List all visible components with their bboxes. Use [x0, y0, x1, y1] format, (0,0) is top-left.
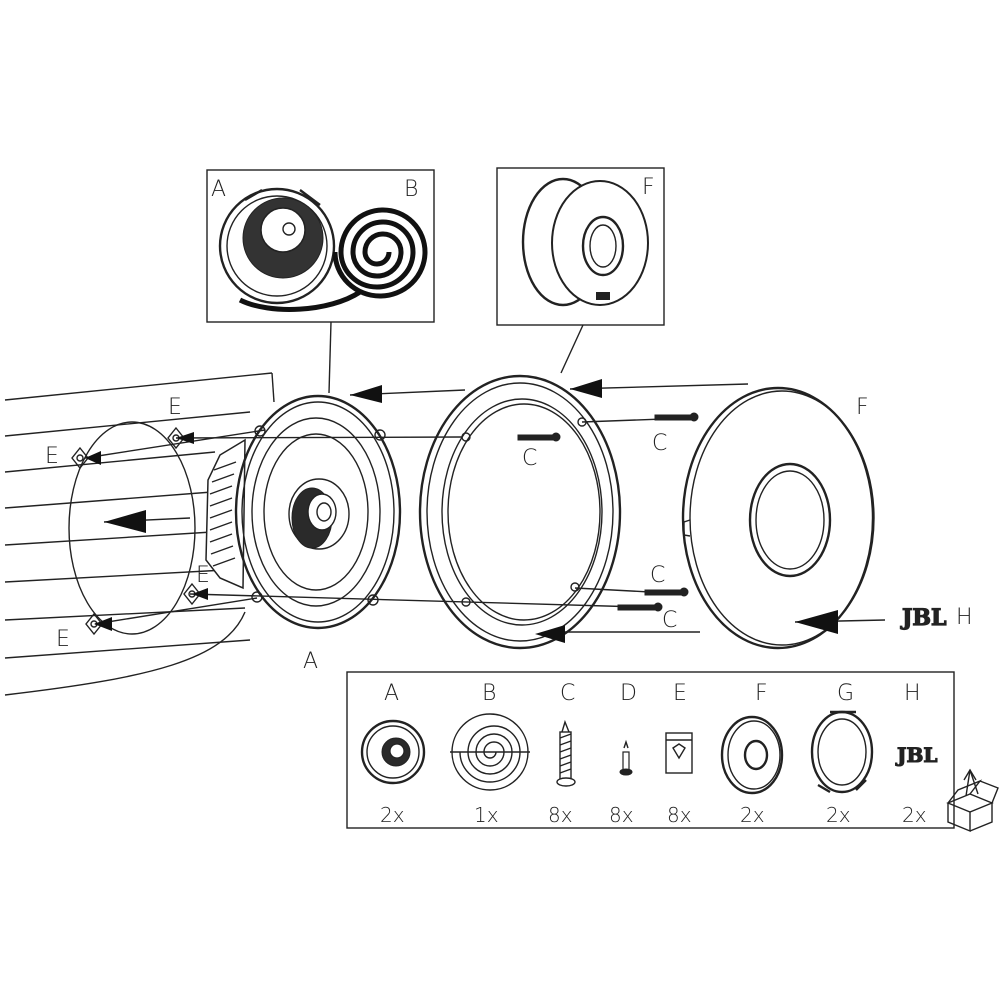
leader-line-left [328, 321, 332, 394]
part-letter-d: D [620, 681, 637, 706]
screw-c-lower-1 [644, 587, 689, 597]
part-h-badge-text: JBL [895, 743, 937, 767]
screw-c-lower-2 [617, 602, 663, 612]
detail-frame-left [206, 169, 435, 323]
part-qty-d: 8x [609, 803, 634, 827]
label-e-left: E [45, 444, 59, 469]
clip-e-bottom [85, 612, 112, 636]
door-panel-lines [4, 372, 275, 696]
part-letter-b: B [482, 681, 496, 706]
screw-c-group: C C C C [517, 412, 699, 633]
grille-cover-f: F [681, 386, 875, 650]
label-h-badge: H [956, 605, 973, 630]
label-e-top: E [168, 395, 182, 420]
part-g-adapter-ring-icon [810, 710, 874, 794]
part-letter-c: C [560, 681, 575, 706]
clip-e-top [167, 426, 194, 450]
part-letter-g: G [837, 681, 854, 706]
label-e-mid: E [196, 563, 210, 588]
part-letter-a: A [384, 681, 399, 706]
part-qty-e: 8x [667, 803, 692, 827]
mounting-adapter-ring [418, 374, 622, 650]
label-e-bottom: E [56, 627, 70, 652]
detail-callout-left: A B [206, 169, 435, 394]
detail-callout-right: F [496, 167, 665, 374]
grille-cover-detail-icon [521, 177, 649, 307]
mounting-cutout-panel [68, 421, 196, 635]
screw-c-upper-left [517, 432, 561, 442]
part-qty-g: 2x [826, 803, 851, 827]
jbl-badge-h: JBL H [899, 604, 973, 631]
label-c-lower-2: C [662, 608, 677, 633]
assembly-guides [84, 379, 886, 643]
jbl-badge-mark: JBL [900, 605, 946, 631]
part-qty-b: 1x [474, 803, 499, 827]
part-qty-h: 2x [902, 803, 927, 827]
part-letter-f: F [755, 681, 768, 706]
label-c-upper-left: C [522, 446, 537, 471]
part-a-speaker-icon [360, 719, 426, 785]
detail-label-f: F [642, 175, 655, 200]
clip-e-left [71, 446, 101, 470]
detail-label-a: A [211, 177, 226, 202]
part-f-grille-icon [720, 715, 784, 795]
part-letter-e: E [673, 681, 687, 706]
parts-list-letters: A B C D E F G H [384, 681, 921, 706]
screw-c-upper-right [654, 412, 699, 422]
label-a-speaker: A [303, 649, 318, 674]
part-c-screw-icon [556, 719, 576, 787]
label-c-upper-right: C [652, 431, 667, 456]
part-d-small-screw-icon [619, 739, 633, 776]
clip-e-mid [183, 582, 208, 606]
speaker-rear-icon [218, 187, 336, 305]
part-qty-f: 2x [740, 803, 765, 827]
parts-list-frame [346, 671, 955, 829]
part-h-badge-icon: JBL [894, 742, 938, 767]
clip-e-group: E E E E [45, 395, 210, 652]
parts-list: A B C D E F G H [346, 671, 955, 829]
part-letter-h: H [904, 681, 921, 706]
label-c-lower-1: C [650, 563, 665, 588]
part-e-clip-icon [665, 732, 693, 774]
part-qty-a: 2x [380, 803, 405, 827]
leader-line-right [560, 324, 584, 374]
speaker-a: A [205, 394, 402, 674]
open-box-icon [946, 768, 999, 833]
parts-list-quantities: 2x 1x 8x 8x 8x 2x 2x 2x [380, 803, 927, 827]
part-b-foam-strip-icon [450, 713, 530, 791]
part-qty-c: 8x [548, 803, 573, 827]
detail-frame-right [496, 167, 665, 326]
label-f-grille: F [856, 395, 869, 420]
foam-strip-spiral-icon [238, 207, 428, 312]
detail-label-b: B [404, 177, 418, 202]
